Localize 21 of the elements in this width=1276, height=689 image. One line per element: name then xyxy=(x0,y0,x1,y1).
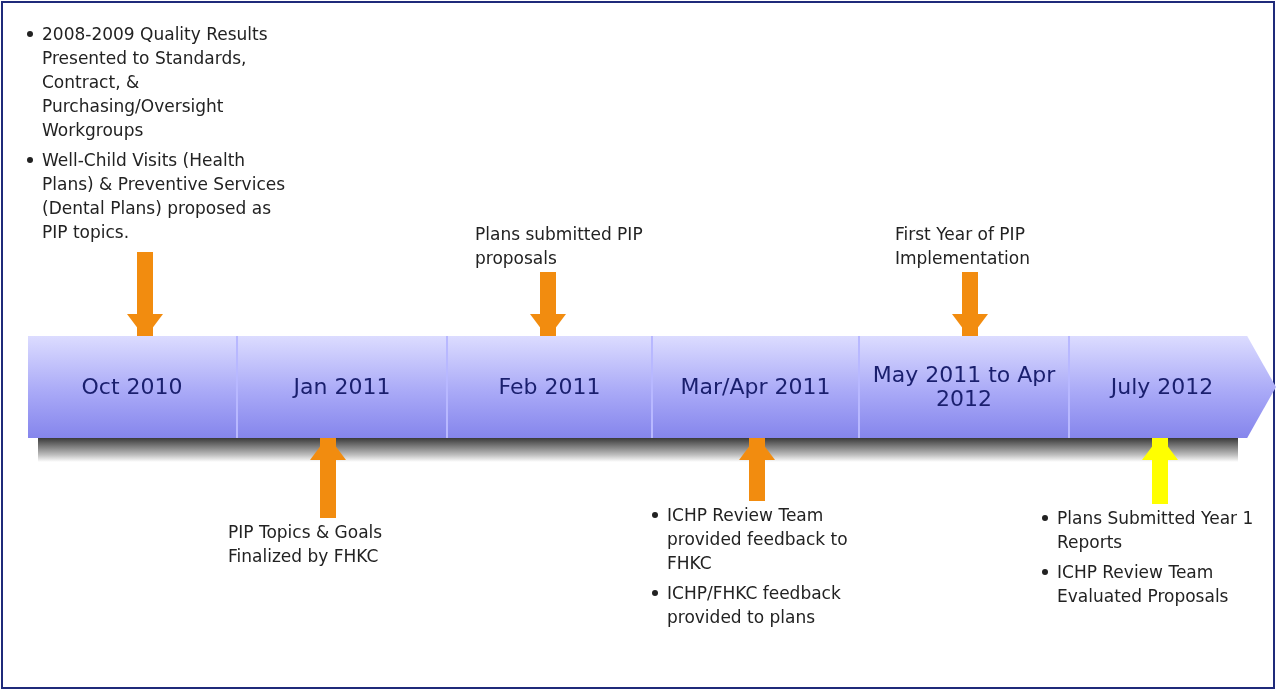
bullet-text: ICHP Review Team Evaluated Proposals xyxy=(1057,561,1230,608)
arrow xyxy=(127,252,163,338)
timeline-note: PIP Topics & Goals Finalized by FHKC xyxy=(228,520,458,568)
bullet-text: ICHP Review Team provided feedback to FHKC xyxy=(667,504,849,575)
arrow xyxy=(530,272,566,338)
arrow xyxy=(739,436,775,501)
arrow xyxy=(1142,436,1178,504)
bullet-text: Well-Child Visits (Health Plans) & Preventive Services (Dental Plans) proposed as PIP topics. xyxy=(42,149,287,244)
timeline-note: First Year of PIP Implementation xyxy=(895,222,1075,270)
bullet-text: 2008-2009 Quality Results Presented to Standards, Contract, & Purchasing/Oversight Workgroups xyxy=(42,23,269,142)
timeline-segment: Jan 2011 xyxy=(238,336,448,438)
timeline-segment: May 2011 to Apr 2012 xyxy=(860,336,1070,438)
timeline-segment: Oct 2010 xyxy=(28,336,238,438)
timeline-note: Plans submitted PIP proposals xyxy=(475,222,655,270)
timeline-segment: Mar/Apr 2011 xyxy=(653,336,860,438)
arrow xyxy=(952,272,988,338)
timeline-segment: July 2012 xyxy=(1070,336,1276,438)
timeline-segment: Feb 2011 xyxy=(448,336,653,438)
arrow xyxy=(310,436,346,518)
bullet-text: Plans Submitted Year 1 Reports xyxy=(1057,507,1255,554)
bullet-text: ICHP/FHKC feedback provided to plans xyxy=(667,582,842,629)
